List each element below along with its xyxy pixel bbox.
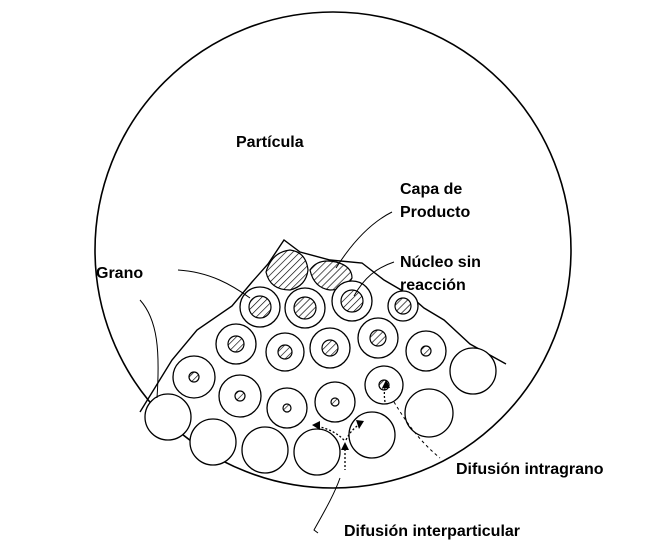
grain-core-2 bbox=[293, 296, 317, 320]
grain-15 bbox=[449, 347, 497, 395]
grain-core-1 bbox=[248, 295, 272, 319]
leader-grano-1 bbox=[177, 269, 251, 299]
grain-17 bbox=[189, 418, 237, 466]
leader-difusion-intragrano bbox=[393, 401, 441, 459]
grain-group bbox=[144, 280, 497, 476]
grain-core-7 bbox=[321, 339, 339, 357]
leader-capa-producto bbox=[335, 211, 393, 269]
label-grano: Grano bbox=[96, 265, 144, 282]
interparticle-arrowhead-right bbox=[356, 420, 364, 429]
grain-core-5 bbox=[227, 335, 245, 353]
grain-18 bbox=[241, 426, 289, 474]
label-difusion-intragrano: Difusión intragrano bbox=[456, 461, 604, 478]
grain-core-4 bbox=[394, 297, 412, 315]
grain-core-6 bbox=[277, 344, 293, 360]
grain-19 bbox=[293, 428, 341, 476]
label-particula: Partícula bbox=[236, 134, 304, 151]
grain-core-13 bbox=[330, 397, 340, 407]
product-lump-left bbox=[265, 249, 309, 291]
label-capa-de: Capa de bbox=[400, 181, 463, 198]
grain-21 bbox=[404, 388, 454, 438]
intragrain-arrow-curve bbox=[383, 384, 387, 403]
grain-core-3 bbox=[340, 289, 364, 313]
label-producto: Producto bbox=[400, 204, 471, 221]
grain-region-outline bbox=[139, 238, 507, 413]
interparticle-arrowhead-up bbox=[341, 442, 349, 450]
grain-core-11 bbox=[234, 390, 246, 402]
label-difusion-interparticular: Difusión interparticular bbox=[344, 523, 521, 540]
leader-grano-2 bbox=[139, 299, 159, 399]
grain-core-8 bbox=[369, 329, 387, 347]
label-nucleo-sin: Núcleo sin bbox=[400, 254, 481, 271]
grain-core-10 bbox=[188, 371, 200, 383]
leader-nucleo bbox=[353, 261, 395, 297]
label-reaccion: reacción bbox=[400, 277, 466, 294]
leader-difusion-interparticular bbox=[313, 477, 341, 534]
interparticle-arrowhead-left bbox=[312, 421, 320, 430]
intragrain-arrowhead bbox=[382, 380, 390, 388]
grain-16 bbox=[144, 393, 192, 441]
grain-core-9 bbox=[420, 345, 432, 357]
grain-core-12 bbox=[282, 403, 292, 413]
grain-20 bbox=[348, 411, 396, 459]
particle-outline bbox=[94, 11, 572, 489]
product-lump-right bbox=[309, 260, 353, 291]
